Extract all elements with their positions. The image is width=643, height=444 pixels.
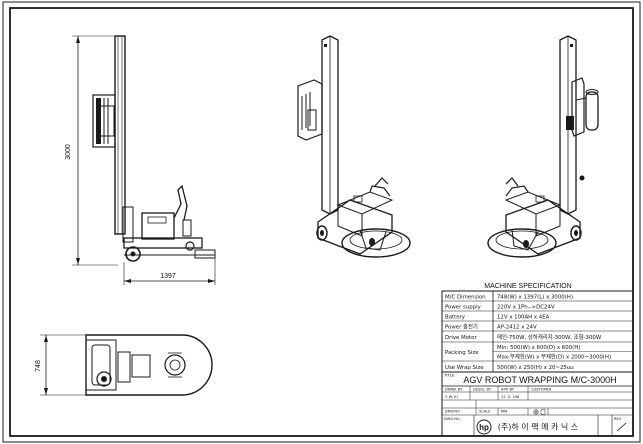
inner-border: [9, 7, 634, 437]
drw-no-label: DRW.NO: [445, 410, 460, 414]
spec-value: 메인-750W, 상하캐리지-300W, 조향-300W: [497, 333, 602, 341]
scale-label: SCALE: [479, 410, 491, 414]
design-by-header: DESIG. BY: [473, 388, 492, 392]
projection-symbol-icon: [533, 409, 539, 415]
spec-table: MACHINE SPECIFICATION M/C Dimension 748(…: [441, 283, 634, 373]
rev-label: REV: [614, 417, 622, 421]
company-logo-text: hp: [479, 423, 489, 432]
width-dimension-label: 748: [35, 360, 42, 372]
side-view: 3000 1397: [65, 35, 216, 285]
title-label: TITLE: [443, 373, 455, 378]
spec-title: MACHINE SPECIFICATION: [484, 283, 571, 290]
date-value: 11. 5. 198: [501, 395, 520, 399]
spec-label: M/C Dimension: [445, 295, 486, 301]
spec-label: Battery: [445, 315, 466, 321]
spec-label: Power 충전기: [445, 323, 478, 331]
unit-label: MM: [501, 410, 507, 414]
height-dimension-label: 3000: [65, 144, 72, 160]
spec-value: 500(W) x 250(H) x 20~25uu: [497, 365, 574, 371]
company-name: (주)하 이 팩 메 카 닉 스: [498, 422, 578, 432]
draw-by-header: DRAW. BY: [445, 388, 463, 392]
isometric-view-right: [487, 35, 599, 258]
spec-value: Max:무제한(W) x 무제한(D) x 2000~3000(H): [497, 353, 611, 361]
top-view: 748: [35, 334, 213, 396]
spec-value: 748(W) x 1397(L) x 3000(H): [497, 295, 573, 301]
dwg-no-label: DWG.NO: [444, 417, 460, 421]
spec-label: Packing Size: [445, 350, 479, 356]
spec-label: Power supply: [445, 305, 482, 311]
length-dimension-label: 1397: [160, 273, 176, 280]
spec-label: Use Wrap Size: [445, 365, 484, 371]
spec-label: Drive Motor: [445, 335, 477, 341]
spec-value: Min: 500(W) x 600(D) x 600(H): [497, 345, 580, 351]
customer-header: CUSTOMER: [531, 388, 552, 392]
title-block: TITLE AGV ROBOT WRAPPING M/C-3000H DRAW.…: [441, 371, 634, 437]
spec-value: 12V x 100AH x 4EA: [497, 315, 550, 321]
company-logo-icon: [476, 419, 492, 435]
drawing-title: AGV ROBOT WRAPPING M/C-3000H: [463, 375, 616, 385]
isometric-view-left: [297, 35, 411, 258]
spec-value: AP-2412 x 24V: [497, 325, 537, 331]
approved-by-header: APP. BY: [501, 388, 515, 392]
spec-value: 220V x 1Ph-->DC24V: [497, 305, 555, 311]
draw-by-value: Y. W. JU: [445, 395, 458, 399]
